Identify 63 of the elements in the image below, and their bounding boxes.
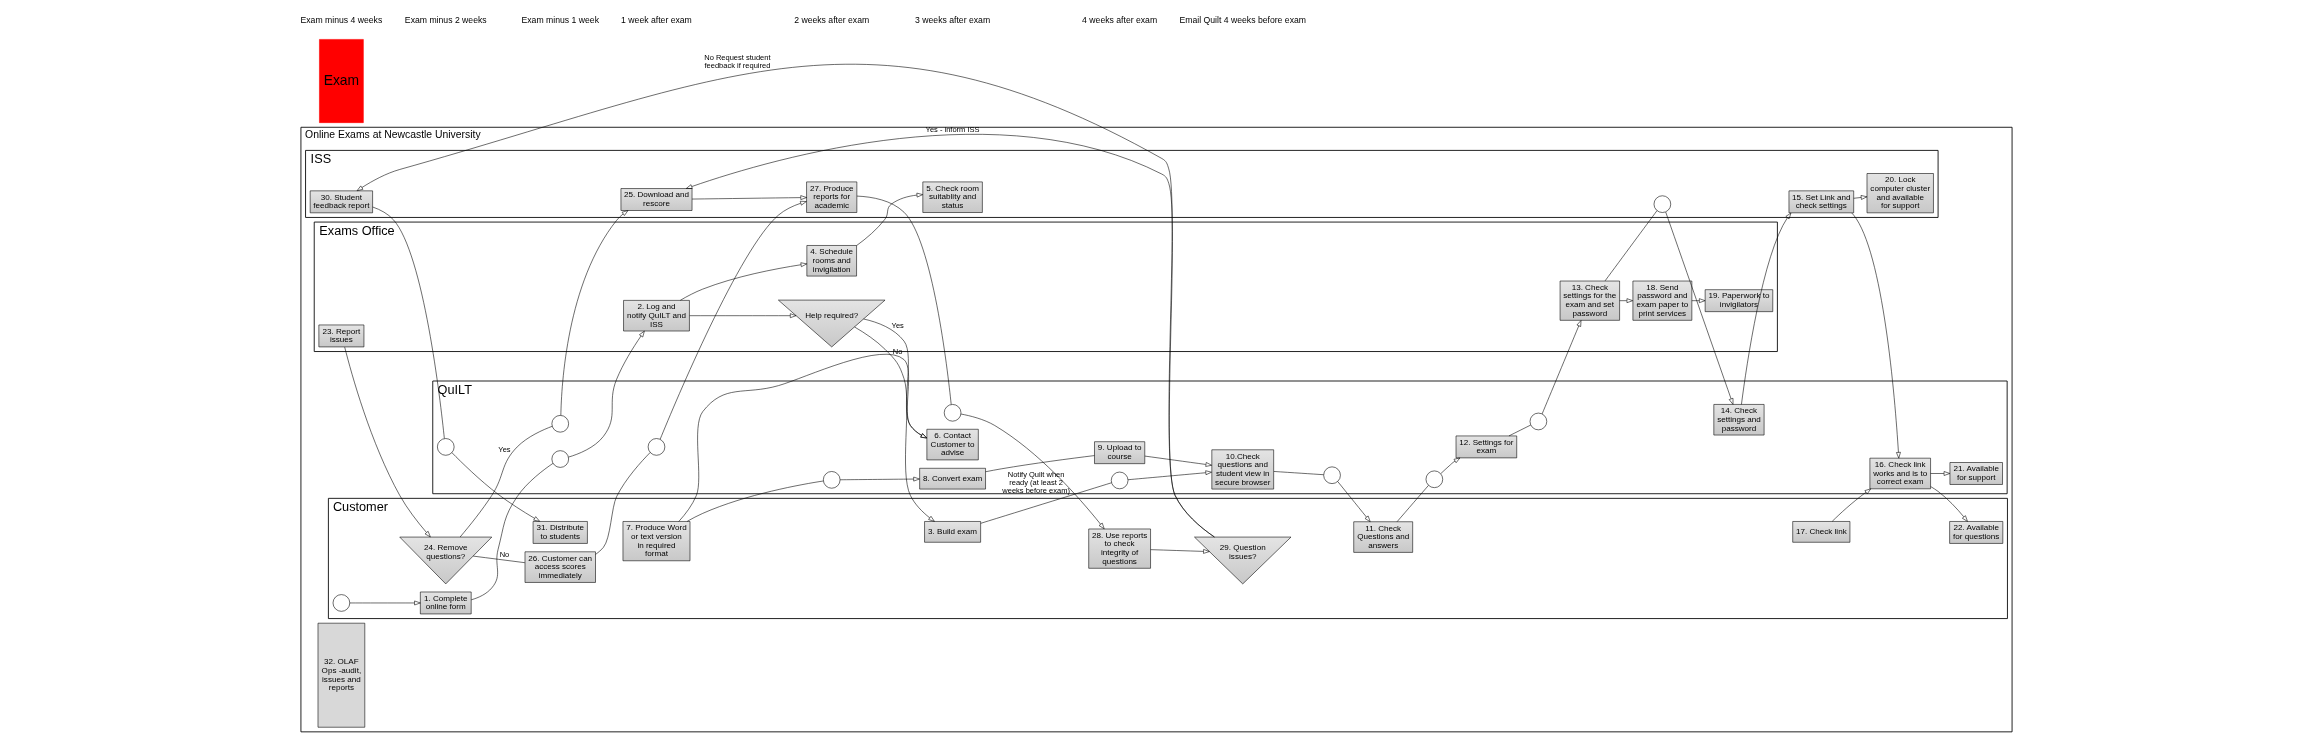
arrow xyxy=(862,318,927,439)
arrow xyxy=(451,452,540,522)
connector xyxy=(371,206,445,439)
arrow xyxy=(1664,211,1733,405)
arrow xyxy=(960,413,1104,530)
label: Email Quilt 4 weeks before exam xyxy=(1178,14,1306,25)
arrow xyxy=(560,210,628,416)
node-circle xyxy=(551,415,569,433)
connector xyxy=(984,455,1095,473)
arrow xyxy=(853,326,935,522)
arrow xyxy=(1852,195,1867,200)
node-circle xyxy=(332,594,350,612)
connector xyxy=(459,426,552,538)
node-circle xyxy=(822,471,840,489)
arrow xyxy=(349,600,421,606)
connector xyxy=(1508,424,1531,437)
arrow xyxy=(567,330,645,458)
arrow xyxy=(1618,298,1633,303)
node-circle xyxy=(647,438,665,456)
arrow xyxy=(356,63,1215,538)
arrow xyxy=(1691,298,1705,303)
arrow xyxy=(1541,320,1581,415)
connector xyxy=(979,482,1112,524)
node-circle xyxy=(943,404,961,422)
connector xyxy=(470,463,553,601)
arrow xyxy=(1850,212,1901,459)
arrow xyxy=(688,313,796,318)
node-circle xyxy=(551,450,569,468)
connector xyxy=(686,480,824,522)
arrow xyxy=(678,354,927,522)
arrow xyxy=(1127,470,1212,480)
arrow xyxy=(1149,549,1210,554)
node-box: Exam xyxy=(318,39,364,123)
node-circle xyxy=(1425,470,1443,488)
arrow xyxy=(343,346,431,538)
arrow xyxy=(1929,471,1950,476)
label: 3 weeks after exam xyxy=(914,14,990,25)
node-circle xyxy=(1653,195,1671,213)
label: Exam minus 1 week xyxy=(521,14,599,25)
arrow xyxy=(1337,481,1370,522)
label: Exam minus 4 weeks xyxy=(300,14,382,25)
arrow xyxy=(1144,455,1212,467)
connector xyxy=(856,195,951,405)
arrow xyxy=(679,262,807,301)
arrow xyxy=(1740,212,1791,405)
arrow xyxy=(1440,457,1460,474)
connector xyxy=(1604,210,1657,282)
node-circle xyxy=(436,438,454,456)
arrow xyxy=(839,476,920,482)
arrow xyxy=(691,195,807,200)
node-circle xyxy=(1322,466,1341,484)
node-circle xyxy=(1529,412,1547,431)
connector xyxy=(1396,485,1429,522)
label: 4 weeks after exam xyxy=(1081,14,1157,25)
label: 2 weeks after exam xyxy=(793,14,869,25)
arrow xyxy=(1929,486,1968,522)
arrow xyxy=(659,201,807,440)
connector xyxy=(594,452,650,555)
node-circle xyxy=(1110,471,1128,490)
label: Exam minus 2 weeks xyxy=(404,14,487,25)
arrow xyxy=(855,192,923,246)
arrow xyxy=(1831,488,1871,522)
label: 1 week after exam xyxy=(620,14,692,25)
